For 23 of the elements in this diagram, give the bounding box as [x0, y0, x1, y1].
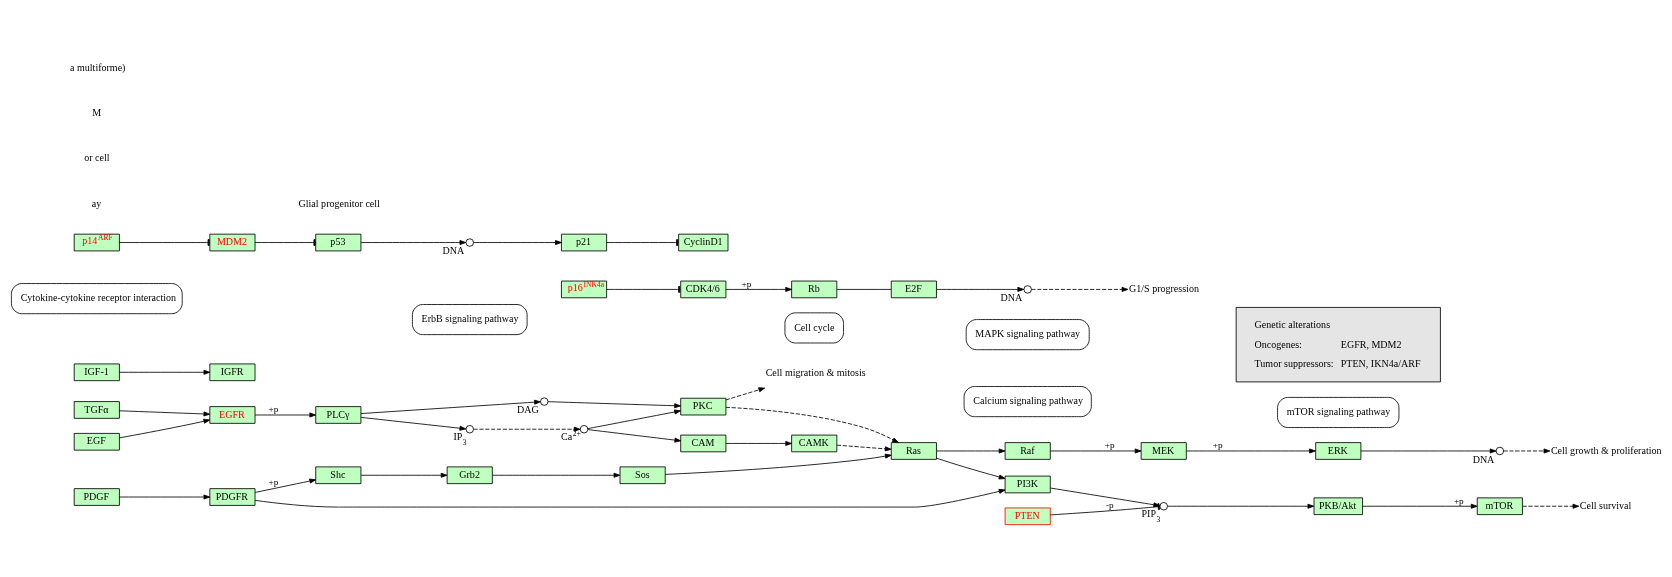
edge-label: +p — [741, 278, 752, 289]
node-text: G1/S progression — [1128, 282, 1199, 294]
node-text: Cell migration & mitosis — [765, 366, 866, 378]
label: ay — [91, 197, 102, 209]
edge-label: +p — [1453, 495, 1464, 506]
edge-label: +p — [1212, 439, 1223, 450]
edge-label: +p — [1104, 439, 1115, 450]
edge-label: +p — [268, 476, 279, 487]
label: a multiforme) — [70, 61, 126, 73]
node-text: Cell survival — [1579, 499, 1632, 511]
node-label: IP$_{3}$ — [453, 430, 467, 447]
edge-label: -p — [1105, 499, 1114, 510]
node-label: DNA — [1000, 291, 1023, 303]
label: M — [92, 106, 102, 118]
node-label: DAG — [517, 403, 539, 415]
label: or cell — [84, 151, 110, 163]
node-label: DNA — [1472, 453, 1495, 465]
edge-label: +p — [268, 403, 279, 414]
label: Glial progenitor cell — [298, 197, 380, 209]
node-label: DNA — [442, 244, 465, 256]
node-label: PIP$_{3}$ — [1141, 507, 1161, 524]
node-label: Ca$^{2+}$ — [561, 428, 581, 442]
node-text: Cell growth & proliferation — [1550, 444, 1662, 456]
